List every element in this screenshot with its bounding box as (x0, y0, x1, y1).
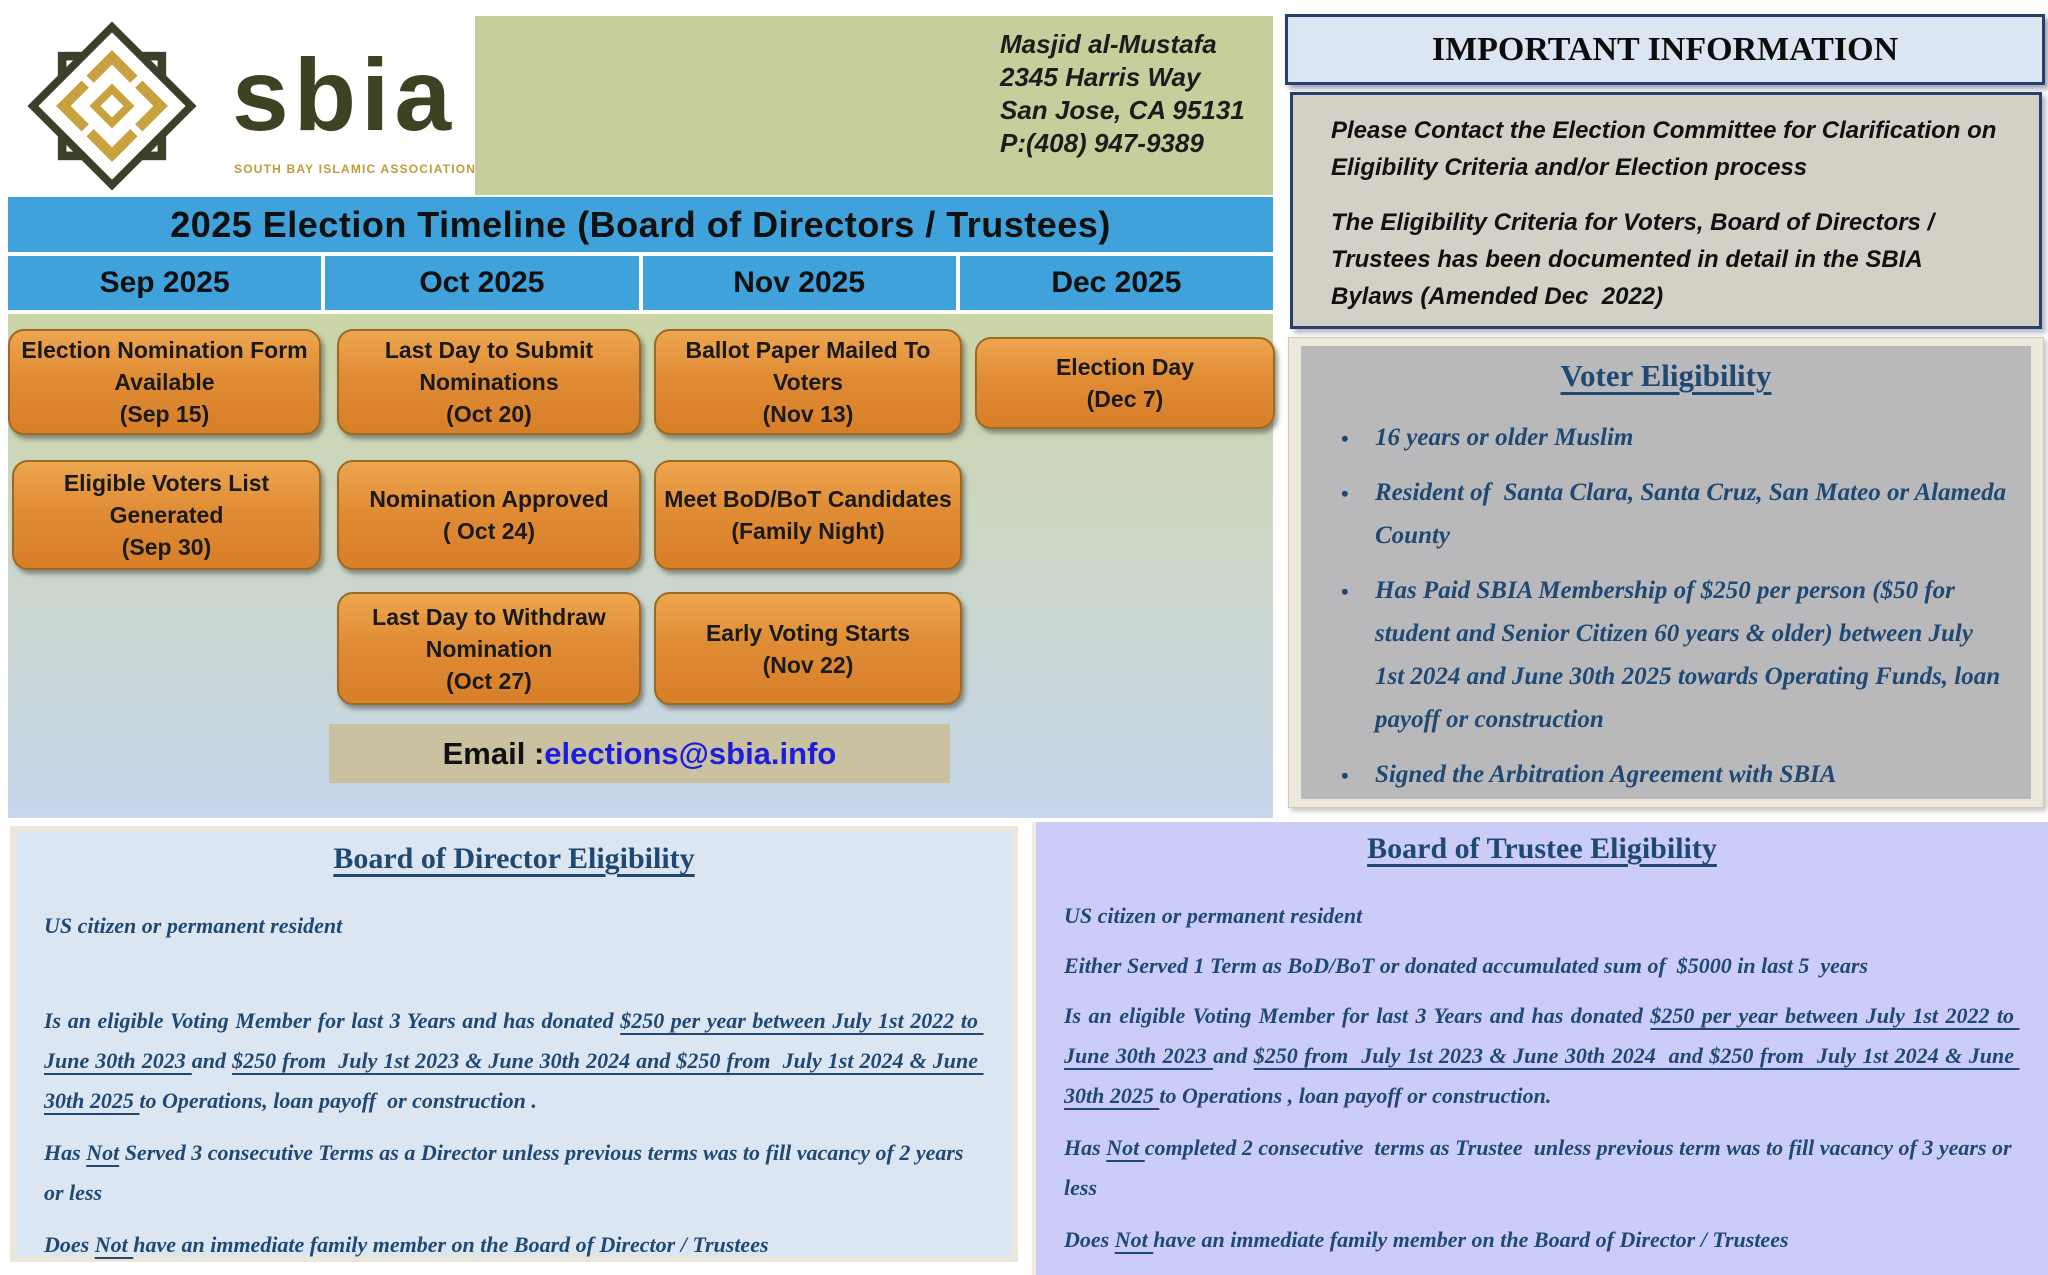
event-nomination-approved: Nomination Approved ( Oct 24) (337, 460, 641, 570)
timeline-stage: Election Nomination Form Available (Sep … (8, 314, 1275, 818)
masjid-name: Masjid al-Mustafa (1000, 29, 1217, 59)
director-eligibility-title: Board of Director Eligibility (333, 842, 695, 875)
month-header-oct: Oct 2025 (325, 256, 639, 310)
sbia-kufic-logo-icon (27, 21, 197, 191)
email-label: Email : (442, 735, 545, 771)
trustee-family-paragraph: Does Not have an immediate family member… (1064, 1227, 1789, 1252)
voter-bullet-age: 16 years or older Muslim (1341, 416, 2007, 460)
important-information-box: Please Contact the Election Committee fo… (1290, 92, 2042, 329)
month-header-nov: Nov 2025 (642, 256, 956, 310)
voter-eligibility-list: 16 years or older Muslim Resident of San… (1301, 416, 2031, 797)
masjid-address-block: Masjid al-Mustafa 2345 Harris Way San Jo… (1000, 28, 1260, 160)
event-nomination-form-available: Election Nomination Form Available (Sep … (8, 329, 321, 435)
info-paragraph-contact: Please Contact the Election Committee fo… (1331, 117, 2004, 181)
sbia-wordmark: sbia (232, 38, 457, 152)
election-email-bar: Email : elections@sbia.info (329, 724, 950, 783)
masjid-address: 2345 Harris Way San Jose, CA 95131 P:(40… (1000, 62, 1245, 158)
timeline-banner: 2025 Election Timeline (Board of Directo… (8, 197, 1273, 252)
event-meet-candidates: Meet BoD/BoT Candidates (Family Night) (654, 460, 962, 570)
event-eligible-voters-list: Eligible Voters List Generated (Sep 30) (12, 460, 321, 570)
sbia-logo-area: sbia SOUTH BAY ISLAMIC ASSOCIATION (8, 16, 475, 195)
info-paragraph-bylaws: The Eligibility Criteria for Voters, Boa… (1331, 209, 1941, 310)
event-last-day-withdraw: Last Day to Withdraw Nomination (Oct 27) (337, 592, 641, 705)
header-green-band (475, 16, 1273, 195)
important-information-header: IMPORTANT INFORMATION (1285, 14, 2045, 85)
director-terms-paragraph: Has Not Served 3 consecutive Terms as a … (44, 1140, 969, 1205)
timeline-title: 2025 Election Timeline (Board of Directo… (170, 203, 1111, 245)
trustee-donation-paragraph: Is an eligible Voting Member for last 3 … (1064, 1003, 2020, 1108)
email-link[interactable]: elections@sbia.info (544, 735, 837, 771)
important-information-title: IMPORTANT INFORMATION (1431, 30, 1899, 68)
director-citizen-paragraph: US citizen or permanent resident (44, 913, 343, 938)
trustee-eligibility-title: Board of Trustee Eligibility (1367, 832, 1717, 865)
month-header-row: Sep 2025 Oct 2025 Nov 2025 Dec 2025 (8, 256, 1273, 310)
voter-eligibility-title: Voter Eligibility (1560, 358, 1772, 393)
event-last-day-submit-nominations: Last Day to Submit Nominations (Oct 20) (337, 329, 641, 435)
month-header-dec: Dec 2025 (959, 256, 1273, 310)
trustee-term-or-donation-paragraph: Either Served 1 Term as BoD/BoT or donat… (1064, 953, 1869, 978)
board-of-director-eligibility-panel: Board of Director Eligibility US citizen… (10, 826, 1018, 1262)
event-ballot-paper-mailed: Ballot Paper Mailed To Voters (Nov 13) (654, 329, 962, 435)
director-donation-paragraph: Is an eligible Voting Member for last 3 … (44, 1008, 984, 1113)
month-header-sep: Sep 2025 (8, 256, 322, 310)
board-of-trustee-eligibility-panel: Board of Trustee Eligibility US citizen … (1032, 822, 2048, 1275)
event-early-voting-starts: Early Voting Starts (Nov 22) (654, 592, 962, 705)
voter-bullet-resident: Resident of Santa Clara, Santa Cruz, San… (1341, 471, 2007, 557)
voter-bullet-arbitration: Signed the Arbitration Agreement with SB… (1341, 753, 2007, 797)
voter-eligibility-box: Voter Eligibility 16 years or older Musl… (1301, 346, 2031, 799)
director-family-paragraph: Does Not have an immediate family member… (44, 1232, 769, 1257)
trustee-citizen-paragraph: US citizen or permanent resident (1064, 903, 1363, 928)
voter-bullet-membership: Has Paid SBIA Membership of $250 per per… (1341, 569, 2007, 741)
trustee-terms-paragraph: Has Not completed 2 consecutive terms as… (1064, 1135, 2018, 1200)
sbia-tagline: SOUTH BAY ISLAMIC ASSOCIATION (234, 162, 477, 176)
event-election-day: Election Day (Dec 7) (975, 337, 1275, 429)
voter-eligibility-frame: Voter Eligibility 16 years or older Musl… (1288, 337, 2044, 808)
